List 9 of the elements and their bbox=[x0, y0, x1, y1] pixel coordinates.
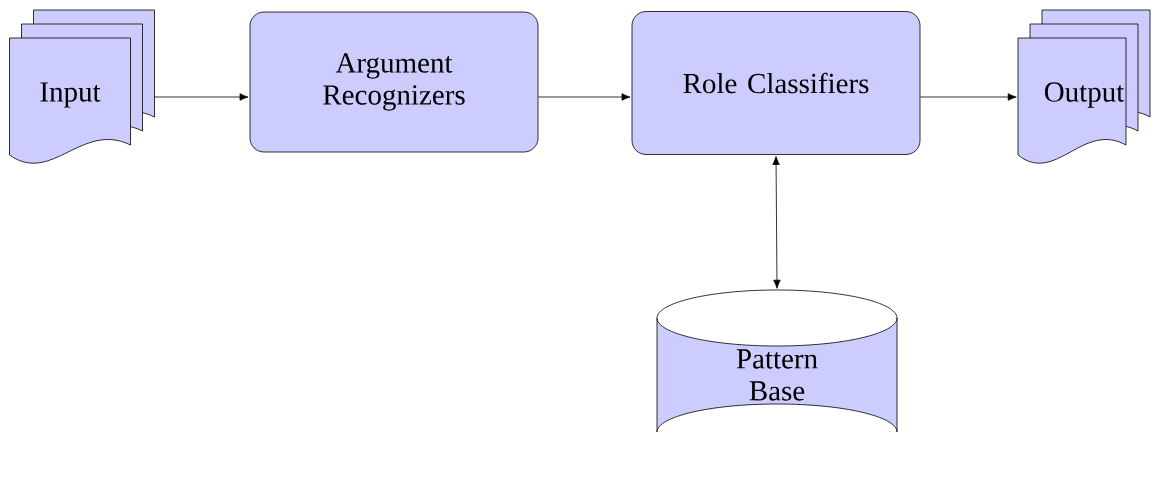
process-box: Role Classifiers bbox=[631, 11, 921, 155]
document-stack: Input bbox=[9, 9, 155, 164]
arrow bbox=[920, 93, 1017, 101]
arrow bbox=[154, 93, 249, 101]
document-stack: Output bbox=[1017, 9, 1151, 164]
arrow bbox=[772, 156, 781, 289]
arrow bbox=[538, 93, 631, 101]
process-box: Argument Recognizers bbox=[249, 11, 539, 153]
database-cylinder: Pattern Base bbox=[656, 289, 898, 433]
